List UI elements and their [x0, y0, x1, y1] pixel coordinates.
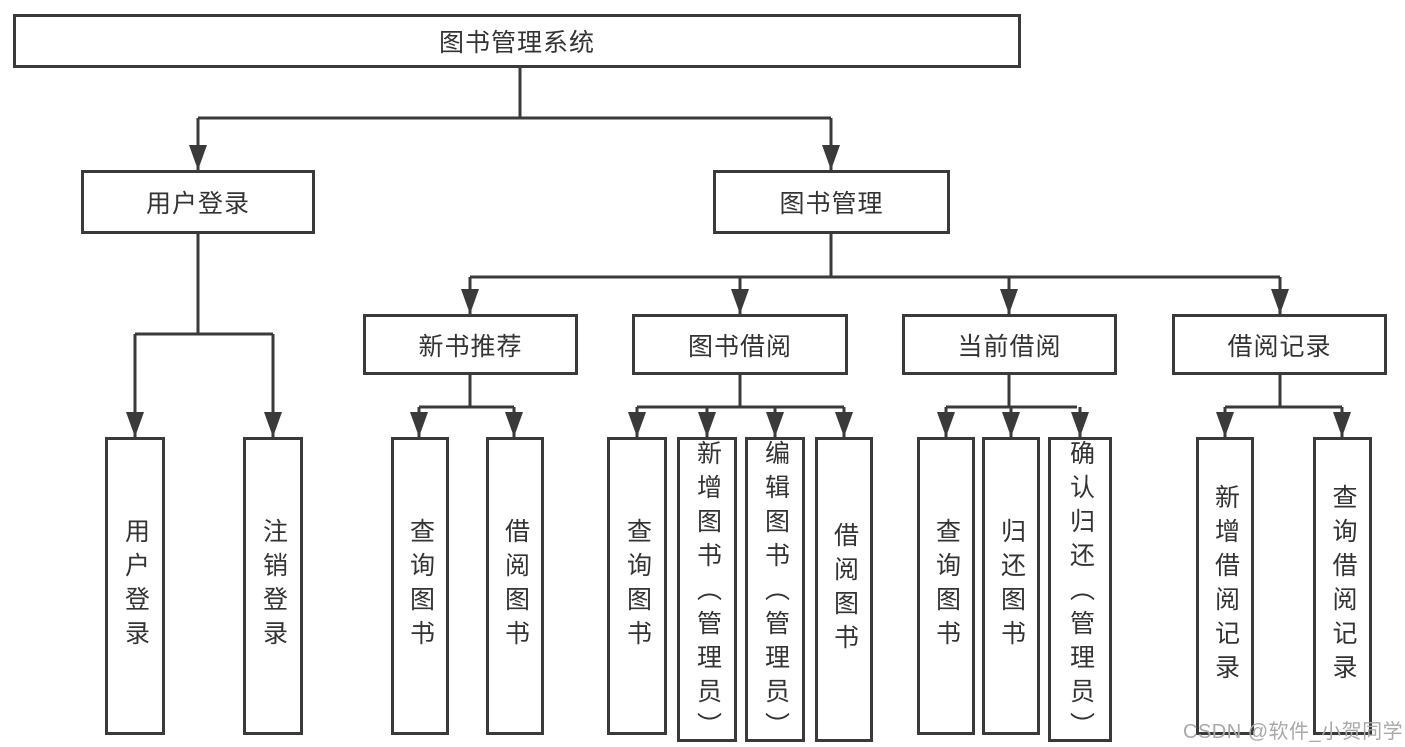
leaf-rec-borrow-book: 借阅图书: [486, 437, 544, 735]
leaf-borrow-book: 借阅图书: [815, 437, 873, 742]
node-user-login: 用户登录: [81, 170, 315, 234]
leaf-user-login: 用户登录: [105, 437, 165, 735]
leaf-query-borrow-record: 查询借阅记录: [1313, 437, 1372, 735]
leaf-borrow-query-book: 查询图书: [607, 437, 667, 735]
leaf-add-borrow-record: 新增借阅记录: [1196, 437, 1254, 735]
watermark-text: CSDN @软件_小贺同学: [1183, 721, 1404, 743]
leaf-logout: 注销登录: [243, 437, 303, 735]
leaf-confirm-return-admin: 确认归还（管理员）: [1048, 437, 1112, 746]
connector-rails: [135, 68, 1342, 409]
node-book-mgmt: 图书管理: [713, 170, 950, 234]
leaf-add-book-admin: 新增图书（管理员）: [677, 437, 737, 746]
node-borrow-records: 借阅记录: [1172, 314, 1387, 375]
node-current-borrow: 当前借阅: [902, 314, 1117, 375]
leaf-rec-query-book: 查询图书: [391, 437, 449, 735]
leaf-edit-book-admin: 编辑图书（管理员）: [745, 437, 805, 746]
node-new-book-rec: 新书推荐: [363, 314, 578, 375]
node-book-borrow: 图书借阅: [632, 314, 848, 375]
leaf-return-book: 归还图书: [982, 437, 1040, 735]
leaf-current-query-book: 查询图书: [917, 437, 975, 735]
node-root-system: 图书管理系统: [13, 14, 1021, 68]
